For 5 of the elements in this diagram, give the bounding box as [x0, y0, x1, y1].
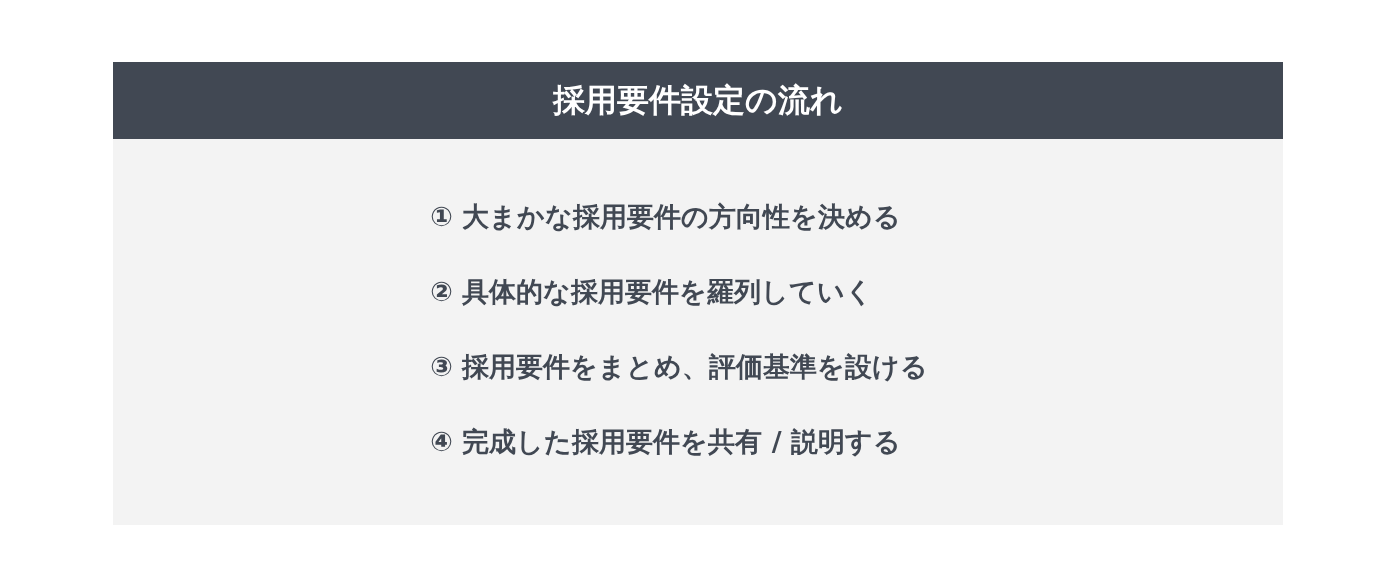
- step-text: ④ 完成した採用要件を共有 / 説明する: [430, 426, 901, 459]
- title: 採用要件設定の流れ: [553, 79, 843, 121]
- step-text: ② 具体的な採用要件を羅列していく: [430, 276, 874, 309]
- step-text: ③ 採用要件をまとめ、評価基準を設ける: [430, 351, 929, 384]
- step-text: ① 大まかな採用要件の方向性を決める: [430, 201, 902, 234]
